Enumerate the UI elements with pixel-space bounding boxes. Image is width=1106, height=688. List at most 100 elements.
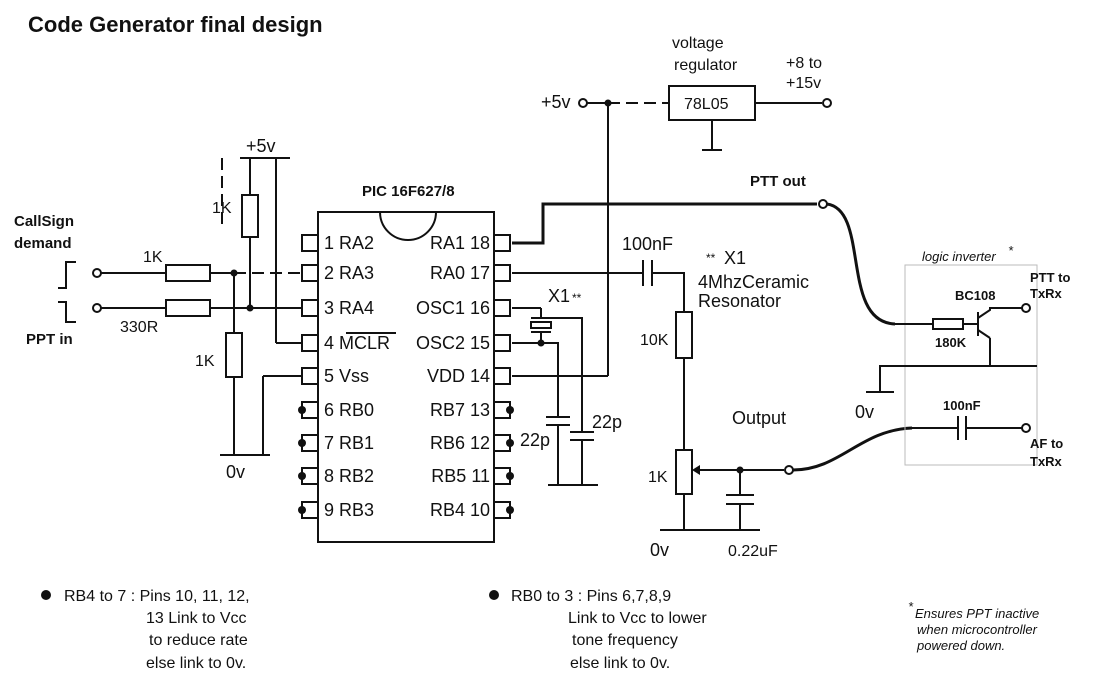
r10k bbox=[675, 311, 693, 359]
chip-pin-left-label: 9 RB3 bbox=[324, 500, 374, 520]
chip-pin-right-label: OSC1 16 bbox=[416, 298, 490, 318]
c22a-label: 22p bbox=[520, 430, 550, 450]
pptin-label: PPT in bbox=[26, 331, 73, 348]
note-middle-bullet bbox=[489, 590, 499, 600]
chip-pin-left-4 bbox=[301, 334, 319, 352]
footnote-2: when microcontroller bbox=[917, 622, 1038, 637]
r330-label: 330R bbox=[120, 319, 158, 336]
rb-link-dot-right bbox=[506, 439, 514, 447]
rb-link-dot-right bbox=[506, 506, 514, 514]
chip-pin-right-17 bbox=[493, 264, 511, 282]
regulator-label-2: regulator bbox=[674, 57, 738, 74]
chip-notch bbox=[379, 211, 437, 241]
ptt-cable bbox=[826, 202, 896, 326]
rb-link-dot-left bbox=[298, 506, 306, 514]
pullup-resistor bbox=[241, 194, 259, 238]
input-resistor-1k bbox=[165, 264, 211, 282]
chip-pin-right-label: RA0 17 bbox=[430, 263, 490, 283]
note-left-2: 13 Link to Vcc bbox=[146, 610, 247, 627]
x1-stars: ** bbox=[572, 291, 582, 305]
ptt-to-1: PTT to bbox=[1030, 270, 1070, 285]
chip-body bbox=[317, 211, 495, 543]
pulldown-label: 1K bbox=[195, 353, 215, 370]
ground-left-label: 0v bbox=[226, 462, 245, 482]
chip-pin-right-14 bbox=[493, 367, 511, 385]
r10k-label: 10K bbox=[640, 332, 669, 349]
note-middle-4: else link to 0v. bbox=[570, 655, 670, 672]
chip-pin-right-15 bbox=[493, 334, 511, 352]
callsign-terminal bbox=[92, 268, 102, 278]
ptt-to-2: TxRx bbox=[1030, 286, 1063, 301]
note-left-4: else link to 0v. bbox=[146, 655, 246, 672]
note-middle-2: Link to Vcc to lower bbox=[568, 610, 707, 627]
cap100-out-wire bbox=[652, 272, 685, 312]
v5-label-left: +5v bbox=[246, 136, 276, 156]
x1-desc-3: Resonator bbox=[698, 291, 781, 311]
chip-pin-left-label: 1 RA2 bbox=[324, 233, 374, 253]
base-resistor bbox=[932, 318, 964, 330]
supply-terminal bbox=[822, 98, 832, 108]
output-label: Output bbox=[732, 408, 786, 428]
v5-label-right: +5v bbox=[541, 92, 571, 112]
pullup-label: 1K bbox=[212, 200, 232, 217]
c22a-wire bbox=[541, 342, 559, 417]
regulator-label-1: voltage bbox=[672, 35, 724, 52]
ptt-txrx-terminal bbox=[1021, 303, 1031, 313]
regulator-part: 78L05 bbox=[684, 96, 729, 113]
af-txrx-terminal bbox=[1021, 423, 1031, 433]
regulator-input-2: +15v bbox=[786, 75, 821, 92]
ptt-out-wire bbox=[512, 202, 817, 245]
footnote-3: powered down. bbox=[916, 638, 1005, 653]
input-resistor-label: 1K bbox=[143, 249, 163, 266]
pot-wiper bbox=[692, 465, 700, 475]
note-left-bullet bbox=[41, 590, 51, 600]
chip-pin-left-label: 2 RA3 bbox=[324, 263, 374, 283]
x1-label: X1 bbox=[548, 286, 570, 306]
chip-pin-left-5 bbox=[301, 367, 319, 385]
pptin-pulse bbox=[58, 301, 76, 323]
pot-1k bbox=[675, 449, 693, 495]
pptin-terminal bbox=[92, 303, 102, 313]
rb-link-dot-left bbox=[298, 406, 306, 414]
af-cap-label: 100nF bbox=[943, 398, 981, 413]
chip-pin-left-label: 8 RB2 bbox=[324, 466, 374, 486]
callsign-label-2: demand bbox=[14, 235, 72, 252]
rb-link-dot-left bbox=[298, 472, 306, 480]
diagram-title: Code Generator final design bbox=[28, 12, 323, 37]
chip-pin-right-16 bbox=[493, 299, 511, 317]
af-to-1: AF to bbox=[1030, 436, 1063, 451]
x1-desc-2: 4MhzCeramic bbox=[698, 272, 809, 292]
callsign-pulse bbox=[58, 261, 76, 289]
chip-pin-right-label: RB4 10 bbox=[430, 500, 490, 520]
emitter-ground-wire bbox=[879, 338, 991, 392]
ground-bottom-label: 0v bbox=[650, 540, 669, 560]
v5-terminal bbox=[578, 98, 588, 108]
pulldown-resistor bbox=[225, 332, 243, 378]
af-to-2: TxRx bbox=[1030, 454, 1063, 469]
collector-wire bbox=[977, 307, 1022, 319]
ptt-out-terminal bbox=[818, 199, 828, 209]
pot-label: 1K bbox=[648, 469, 668, 486]
input-resistor-330 bbox=[165, 299, 211, 317]
footnote-star: * bbox=[908, 599, 914, 614]
chip-pin-right-label: RB7 13 bbox=[430, 400, 490, 420]
chip-pin-left-label: 4 MCLR bbox=[324, 333, 390, 353]
note-middle-1: RB0 to 3 : Pins 6,7,8,9 bbox=[511, 588, 671, 605]
inverter-ground-label: 0v bbox=[855, 402, 874, 422]
chip-name: PIC 16F627/8 bbox=[362, 183, 455, 200]
regulator-input-1: +8 to bbox=[786, 55, 822, 72]
chip-pin-left-1 bbox=[301, 234, 319, 252]
c022-label: 0.22uF bbox=[728, 543, 778, 560]
output-cable bbox=[792, 426, 913, 472]
chip-pin-left-label: 6 RB0 bbox=[324, 400, 374, 420]
callsign-label-1: CallSign bbox=[14, 213, 74, 230]
x1-desc-stars: ** bbox=[706, 251, 716, 265]
chip-pin-right-label: RA1 18 bbox=[430, 233, 490, 253]
rb-link-dot-left bbox=[298, 439, 306, 447]
x1-right-wire bbox=[551, 317, 583, 420]
inverter-asterisk: * bbox=[1008, 243, 1014, 258]
note-left-3: to reduce rate bbox=[149, 632, 248, 649]
chip-pin-left-label: 5 Vss bbox=[324, 366, 369, 386]
